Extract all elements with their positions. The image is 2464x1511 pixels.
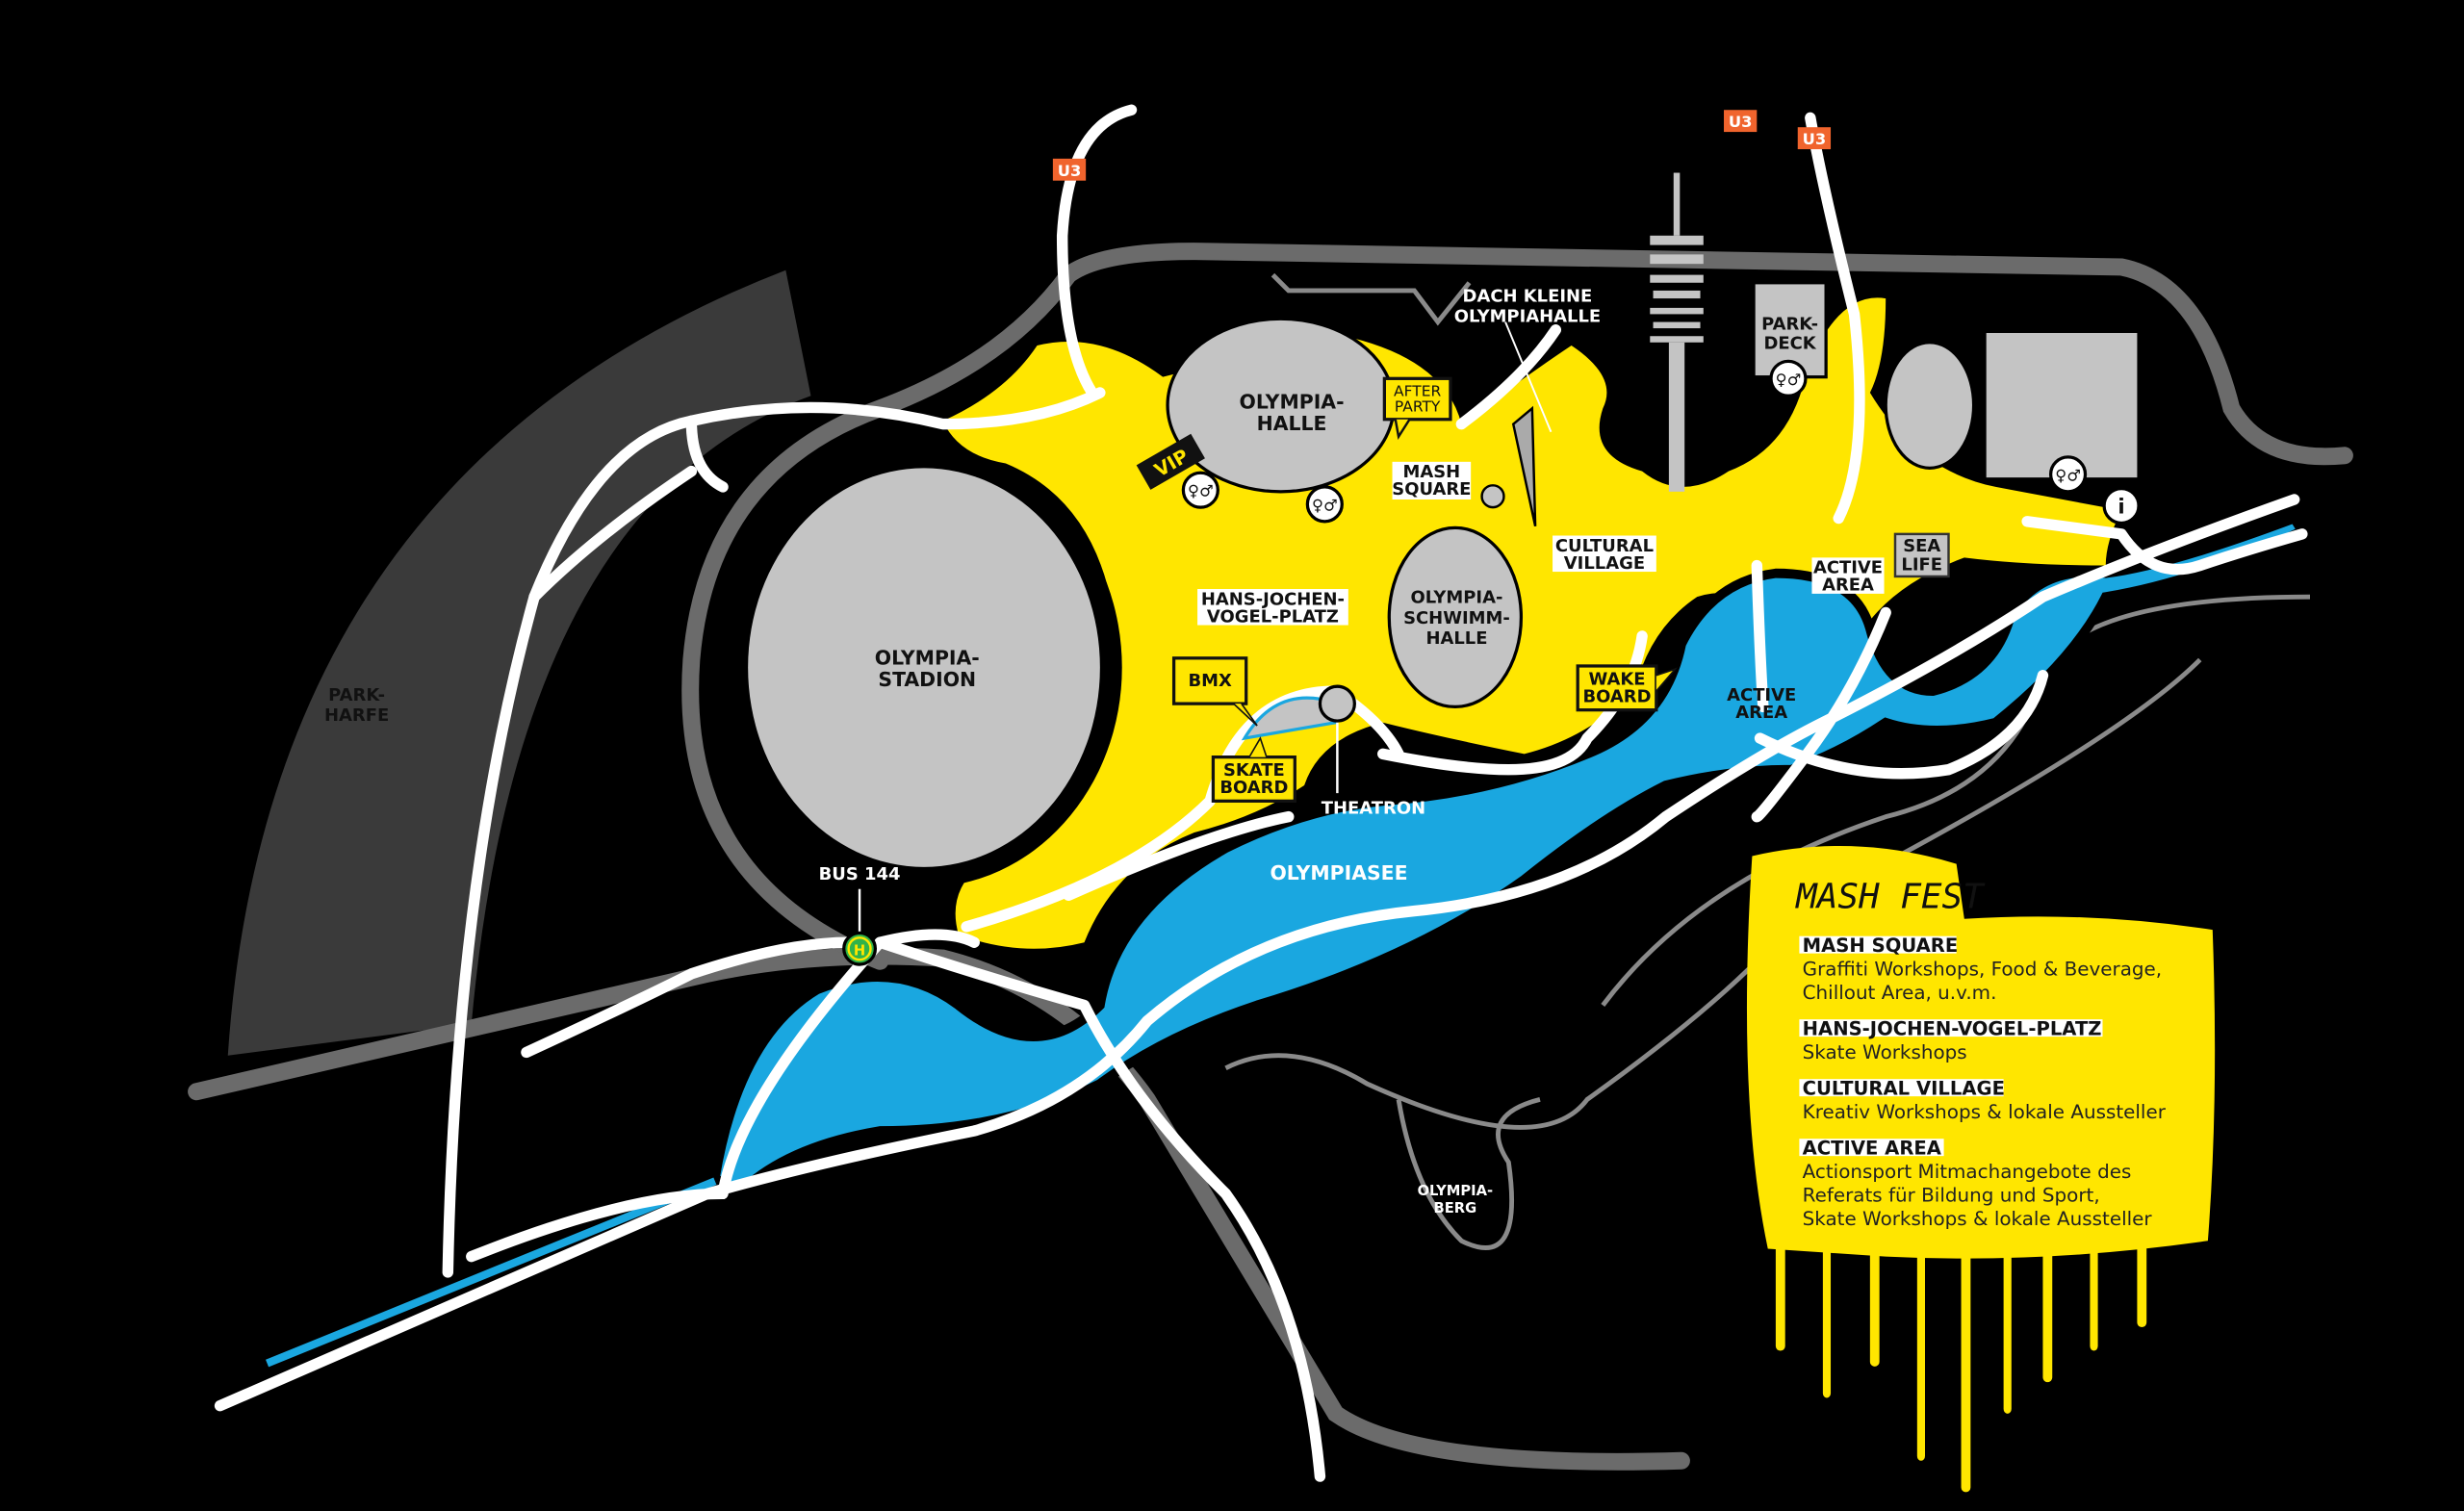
footpaths xyxy=(214,104,2308,1482)
svg-text:♀♂: ♀♂ xyxy=(1188,482,1214,500)
toilet-icon[interactable]: ♀♂ xyxy=(2048,455,2088,494)
olympiaberg-label: OLYMPIA-BERG xyxy=(1418,1183,1494,1216)
svg-text:Referats für Bildung und Sport: Referats für Bildung und Sport, xyxy=(1803,1184,2100,1206)
olympiasee-label: OLYMPIASEE xyxy=(1270,861,1407,884)
theatron-label: THEATRON xyxy=(1322,798,1425,818)
olympiaschwimmhalle xyxy=(1387,525,1524,709)
svg-text:BMX: BMX xyxy=(1188,671,1232,691)
olympiahalle-label: OLYMPIA-HALLE xyxy=(1240,390,1345,435)
schwimmhalle-label: OLYMPIA-SCHWIMM-HALLE xyxy=(1403,588,1510,649)
toilet-icon[interactable]: ♀♂ xyxy=(1181,471,1219,509)
u3-badge: U3 xyxy=(1724,110,1758,133)
svg-text:Graffiti Workshops, Food & Bev: Graffiti Workshops, Food & Beverage, xyxy=(1803,958,2162,980)
svg-text:HANS-JOCHEN-VOGEL-PLATZ: HANS-JOCHEN-VOGEL-PLATZ xyxy=(1201,589,1345,627)
u3-badge: U3 xyxy=(1052,158,1087,181)
svg-text:Skate Workshops & lokale Ausst: Skate Workshops & lokale Aussteller xyxy=(1803,1208,2153,1230)
hjvp-zone[interactable]: HANS-JOCHEN-VOGEL-PLATZ xyxy=(1197,589,1348,627)
svg-text:U3: U3 xyxy=(1058,162,1082,180)
svg-text:ACTIVE AREA: ACTIVE AREA xyxy=(1803,1138,1942,1160)
legend: MASH FEST MASH SQUARE Graffiti Workshops… xyxy=(1746,845,2216,1493)
theatron xyxy=(1318,684,1356,723)
mash-fest-logo: MASH FEST xyxy=(1794,877,1986,916)
svg-text:♀♂: ♀♂ xyxy=(1776,371,1802,389)
svg-text:U3: U3 xyxy=(1729,113,1753,131)
bus-stop-icon[interactable]: H xyxy=(842,931,878,966)
toilet-icon[interactable]: ♀♂ xyxy=(1305,485,1344,524)
legend-item: CULTURAL VILLAGE Kreativ Workshops & lok… xyxy=(1799,1078,2167,1123)
parkdeck-label: PARK-DECK xyxy=(1761,315,1818,354)
svg-text:HANS-JOCHEN-VOGEL-PLATZ: HANS-JOCHEN-VOGEL-PLATZ xyxy=(1803,1018,2102,1040)
legend-item: HANS-JOCHEN-VOGEL-PLATZ Skate Workshops xyxy=(1799,1018,2103,1063)
svg-text:i: i xyxy=(2118,496,2124,520)
svg-text:CULTURAL VILLAGE: CULTURAL VILLAGE xyxy=(1803,1078,2005,1100)
svg-text:Actionsport Mitmachangebote de: Actionsport Mitmachangebote des xyxy=(1803,1161,2132,1183)
parkharfe-label: PARK-HARFE xyxy=(324,685,389,726)
svg-text:♀♂: ♀♂ xyxy=(2055,466,2081,484)
bmx-zone[interactable]: BMX xyxy=(1171,656,1258,727)
svg-text:Skate Workshops: Skate Workshops xyxy=(1803,1041,1967,1063)
stadion-label: OLYMPIA-STADION xyxy=(875,646,980,691)
bus-label: BUS 144 xyxy=(819,864,901,884)
svg-text:U3: U3 xyxy=(1803,130,1827,148)
svg-text:H: H xyxy=(854,942,865,959)
svg-text:♀♂: ♀♂ xyxy=(1312,496,1338,514)
legend-item: ACTIVE AREA Actionsport Mitmachangebote … xyxy=(1799,1138,2152,1230)
dach-kleine-olympiahalle xyxy=(1511,405,1537,526)
svg-text:Chillout Area, u.v.m.: Chillout Area, u.v.m. xyxy=(1803,982,1997,1004)
info-icon[interactable]: i xyxy=(2102,486,2141,525)
toilet-icon[interactable]: ♀♂ xyxy=(1769,359,1808,397)
u3-badge: U3 xyxy=(1797,127,1832,150)
svg-text:Kreativ Workshops & lokale Aus: Kreativ Workshops & lokale Aussteller xyxy=(1803,1101,2167,1123)
svg-text:MASH SQUARE: MASH SQUARE xyxy=(1803,935,1959,957)
legend-item: MASH SQUARE Graffiti Workshops, Food & B… xyxy=(1799,935,2162,1004)
olympiaturm xyxy=(1650,172,1704,492)
